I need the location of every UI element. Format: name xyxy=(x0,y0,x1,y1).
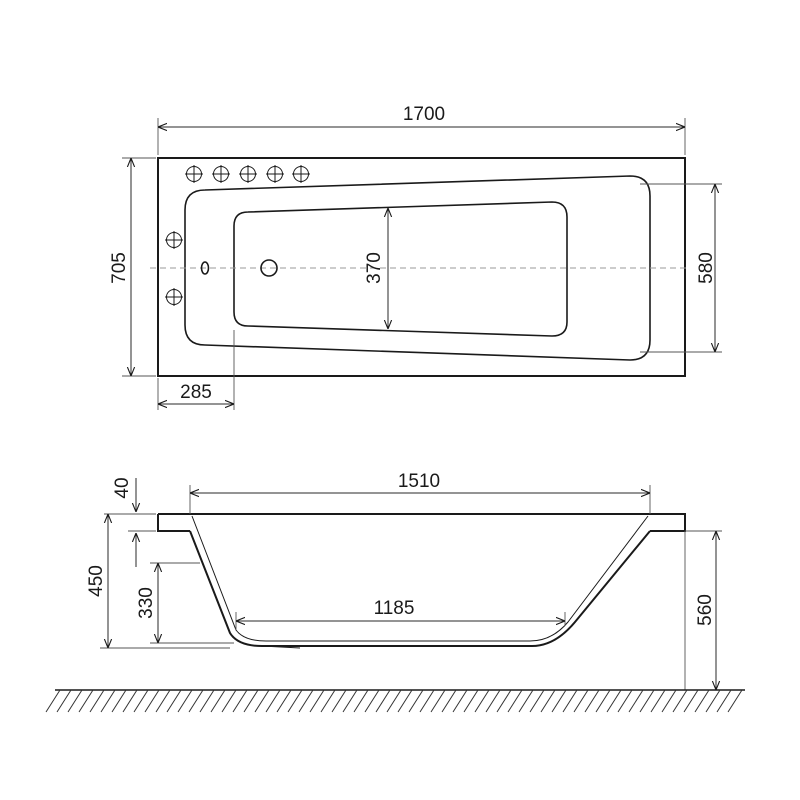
hatch-stroke xyxy=(639,689,655,713)
hatch-stroke xyxy=(177,689,193,713)
hatch-stroke xyxy=(188,689,204,713)
jet-icon xyxy=(165,288,183,306)
hatch-stroke xyxy=(166,689,182,713)
hatch-stroke xyxy=(507,689,523,713)
hatch-stroke xyxy=(221,689,237,713)
hatch-stroke xyxy=(694,689,710,713)
hatch-stroke xyxy=(606,689,622,713)
hatch-stroke xyxy=(287,689,303,713)
hatch-stroke xyxy=(573,689,589,713)
hatch-stroke xyxy=(650,689,666,713)
hatch-stroke xyxy=(45,689,61,713)
hatch-stroke xyxy=(364,689,380,713)
hatch-stroke xyxy=(298,689,314,713)
dim-inner-width-label: 580 xyxy=(696,252,717,284)
hatch-stroke xyxy=(155,689,171,713)
hatch-stroke xyxy=(78,689,94,713)
jet-icon xyxy=(292,165,310,183)
hatch-stroke xyxy=(529,689,545,713)
hatch-stroke xyxy=(56,689,72,713)
hatch-stroke xyxy=(441,689,457,713)
hatch-stroke xyxy=(584,689,600,713)
jet-icon xyxy=(185,165,203,183)
hatch-stroke xyxy=(463,689,479,713)
jet-icon xyxy=(239,165,257,183)
hatch-stroke xyxy=(705,689,721,713)
tub-drain-detail xyxy=(261,645,301,649)
hatch-stroke xyxy=(133,689,149,713)
dim-drain-offset-label: 285 xyxy=(180,382,212,403)
dim-length-label: 1700 xyxy=(403,104,445,125)
hatch-stroke xyxy=(617,689,633,713)
hatch-stroke xyxy=(419,689,435,713)
hatch-stroke xyxy=(111,689,127,713)
drain-icon xyxy=(260,259,278,277)
hatch-stroke xyxy=(430,689,446,713)
dim-rim-label: 40 xyxy=(112,477,133,498)
hatch-stroke xyxy=(518,689,534,713)
hatch-stroke xyxy=(100,689,116,713)
tub-basin-bottom xyxy=(233,201,568,337)
hatch-stroke xyxy=(265,689,281,713)
hatch-stroke xyxy=(551,689,567,713)
hatch-stroke xyxy=(628,689,644,713)
hatch-stroke xyxy=(485,689,501,713)
hatch-stroke xyxy=(408,689,424,713)
hatch-stroke xyxy=(144,689,160,713)
jet-icon xyxy=(212,165,230,183)
dim-depth-label: 330 xyxy=(136,587,157,619)
overflow-icon xyxy=(200,261,210,275)
dim-bottom-width-label: 370 xyxy=(364,252,385,284)
hatch-stroke xyxy=(276,689,292,713)
hatch-stroke xyxy=(210,689,226,713)
hatch-stroke xyxy=(122,689,138,713)
jet-icon xyxy=(165,231,183,249)
jet-icon xyxy=(266,165,284,183)
hatch-stroke xyxy=(331,689,347,713)
tub-rim xyxy=(157,513,686,532)
tub-shell-inner xyxy=(191,515,649,642)
hatch-stroke xyxy=(199,689,215,713)
hatch-stroke xyxy=(89,689,105,713)
tub-shell-outer xyxy=(189,530,651,647)
hatch-stroke xyxy=(243,689,259,713)
hatch-stroke xyxy=(342,689,358,713)
floor-hatching xyxy=(45,689,743,713)
hatch-stroke xyxy=(397,689,413,713)
hatch-stroke xyxy=(375,689,391,713)
hatch-stroke xyxy=(727,689,743,713)
hatch-stroke xyxy=(386,689,402,713)
hatch-stroke xyxy=(562,689,578,713)
hatch-stroke xyxy=(67,689,83,713)
hatch-stroke xyxy=(496,689,512,713)
hatch-stroke xyxy=(232,689,248,713)
jet-icons-row xyxy=(185,165,310,183)
dim-width-label: 705 xyxy=(109,252,130,284)
hatch-stroke xyxy=(254,689,270,713)
hatch-stroke xyxy=(672,689,688,713)
side-view: 1510 1185 40 450 330 560 xyxy=(45,471,745,713)
hatch-stroke xyxy=(595,689,611,713)
hatch-stroke xyxy=(353,689,369,713)
dim-inner-length-label: 1510 xyxy=(398,471,440,492)
hatch-stroke xyxy=(474,689,490,713)
tub-outer-outline xyxy=(157,157,686,377)
hatch-stroke xyxy=(320,689,336,713)
hatch-stroke xyxy=(716,689,732,713)
jet-icons-side xyxy=(165,231,183,306)
hatch-stroke xyxy=(683,689,699,713)
hatch-stroke xyxy=(661,689,677,713)
dim-bottom-length-label: 1185 xyxy=(374,598,415,619)
top-view: 1700 705 580 370 285 xyxy=(109,104,722,410)
hatch-stroke xyxy=(309,689,325,713)
hatch-stroke xyxy=(540,689,556,713)
hatch-stroke xyxy=(452,689,468,713)
dim-total-height-label: 560 xyxy=(695,594,716,626)
tub-inner-rim xyxy=(184,175,651,361)
dim-body-height-label: 450 xyxy=(86,565,107,597)
